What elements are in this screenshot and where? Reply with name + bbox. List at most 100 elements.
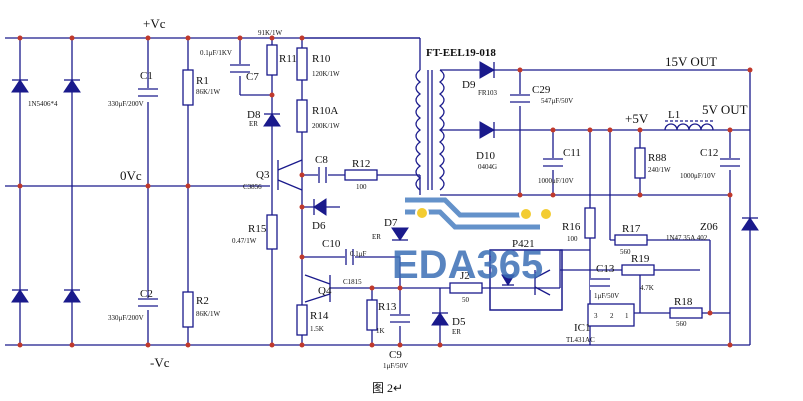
capacitor-c7: 0.1μF/1KV C7 [200,49,259,83]
supply-pos-label: +Vc [143,16,166,31]
resistor-r10a: R10A 200K/1W [296,99,340,133]
output-5v-label: 5V OUT [702,102,748,117]
capacitor-c13: C13 1μF/50V [590,263,619,300]
resistor-r12: R12 100 [344,158,378,191]
capacitor-c11: C11 1000μF/10V [538,147,581,185]
optocoupler-p421: P421 [489,238,563,311]
diode-d10: D10 0404G [476,121,497,171]
svg-text:0.47/1W: 0.47/1W [232,237,257,245]
output-15v-label: 15V OUT [665,54,717,69]
svg-text:1N47 35A 402: 1N47 35A 402 [666,234,708,242]
svg-text:R88: R88 [648,152,667,164]
diode-d9: D9 FR103 [462,61,498,97]
svg-text:L1: L1 [668,109,680,121]
svg-text:ER: ER [372,233,381,241]
capacitor-c1: C1 330μF/200V [108,70,158,108]
svg-text:TL431AC: TL431AC [566,336,595,344]
svg-text:1: 1 [625,312,629,320]
resistor-r2: R2 86K/1W [182,291,221,328]
wiring [5,37,751,346]
svg-text:D5: D5 [452,316,466,328]
bridge-diode-3 [11,289,29,303]
svg-text:1000μF/10V: 1000μF/10V [680,172,716,180]
svg-text:1μF/50V: 1μF/50V [594,292,619,300]
capacitor-c12: C12 1000μF/10V [680,147,740,180]
svg-text:560: 560 [620,248,631,256]
svg-text:R16: R16 [562,221,581,233]
bridge-diode-2 [63,79,81,93]
svg-text:ER: ER [249,120,258,128]
resistor-r11: R11 91K/1W [258,29,297,76]
svg-text:C11: C11 [563,147,581,159]
capacitor-c29: C29 547μF/50V [510,84,573,106]
svg-text:560: 560 [676,320,687,328]
resistor-r13: R13 1K [366,299,397,335]
svg-text:1K: 1K [376,327,385,335]
transistor-q3: Q3 C3856 [243,159,303,191]
resistor-r18: R18 560 [669,296,703,328]
bridge-diode-4 [63,289,81,303]
svg-text:FT-EEL19-018: FT-EEL19-018 [426,47,496,59]
diode-d8: D8 ER [247,109,281,128]
svg-text:C29: C29 [532,84,551,96]
svg-text:1μF/50V: 1μF/50V [383,362,408,370]
resistor-r1: R1 86K/1W [182,69,221,106]
svg-text:ER: ER [452,328,461,336]
svg-text:D8: D8 [247,109,261,121]
svg-text:240/1W: 240/1W [648,166,671,174]
svg-text:100: 100 [567,235,578,243]
capacitor-c9: C9 1μF/50V [383,314,410,370]
diode-d7: D7 ER [372,217,409,241]
svg-text:R19: R19 [631,253,650,265]
svg-text:C10: C10 [322,238,341,250]
svg-text:C3856: C3856 [243,183,262,191]
svg-text:FR103: FR103 [478,89,498,97]
jumper-j2: J2 50 [449,270,483,304]
svg-text:Z06: Z06 [700,221,718,233]
svg-text:0.1μF: 0.1μF [350,250,367,258]
svg-text:R12: R12 [352,158,370,170]
ic1-tl431: 3 2 1 IC1 TL431AC [566,303,635,344]
resistor-r17: R17 560 [614,223,648,256]
svg-text:2: 2 [610,312,614,320]
svg-text:547μF/50V: 547μF/50V [541,97,573,105]
svg-text:86K/1W: 86K/1W [196,88,221,96]
watermark-text: EDA365 [392,243,543,287]
svg-text:1000μF/10V: 1000μF/10V [538,177,574,185]
bridge-rectifier: 1N5406*4 [11,79,81,303]
svg-text:C7: C7 [246,71,259,83]
svg-text:C13: C13 [596,263,615,275]
resistor-r15: R15 0.47/1W [232,214,278,250]
resistor-r16: R16 100 [562,207,596,243]
junctions [17,35,753,348]
figure-caption: 图 2↵ [372,381,403,395]
svg-text:C9: C9 [389,349,402,361]
svg-text:C12: C12 [700,147,718,159]
svg-text:D7: D7 [384,217,398,229]
svg-text:D9: D9 [462,79,476,91]
svg-text:R1: R1 [196,75,209,87]
resistor-r88: R88 240/1W [634,147,671,179]
svg-text:R14: R14 [310,310,329,322]
svg-text:120K/1W: 120K/1W [312,70,340,78]
svg-text:Q4: Q4 [318,285,332,297]
capacitor-c8: C8 [315,154,328,183]
diode-d6: D6 [312,198,327,232]
diode-d5: D5 ER [431,312,466,336]
resistor-r19: R19 4.7K [621,253,655,292]
plus-5v-label: +5V [625,111,649,126]
svg-text:R2: R2 [196,295,209,307]
svg-text:C1: C1 [140,70,153,82]
svg-text:R15: R15 [248,223,267,235]
svg-text:D6: D6 [312,220,326,232]
supply-neg-label: -Vc [150,355,170,370]
svg-text:86K/1W: 86K/1W [196,310,221,318]
svg-text:R10: R10 [312,53,331,65]
capacitor-c2: C2 330μF/200V [108,288,158,322]
svg-text:C1815: C1815 [343,278,362,286]
svg-text:J2: J2 [460,270,470,282]
svg-text:R17: R17 [622,223,641,235]
svg-text:P421: P421 [512,238,535,250]
svg-text:R10A: R10A [312,105,338,117]
